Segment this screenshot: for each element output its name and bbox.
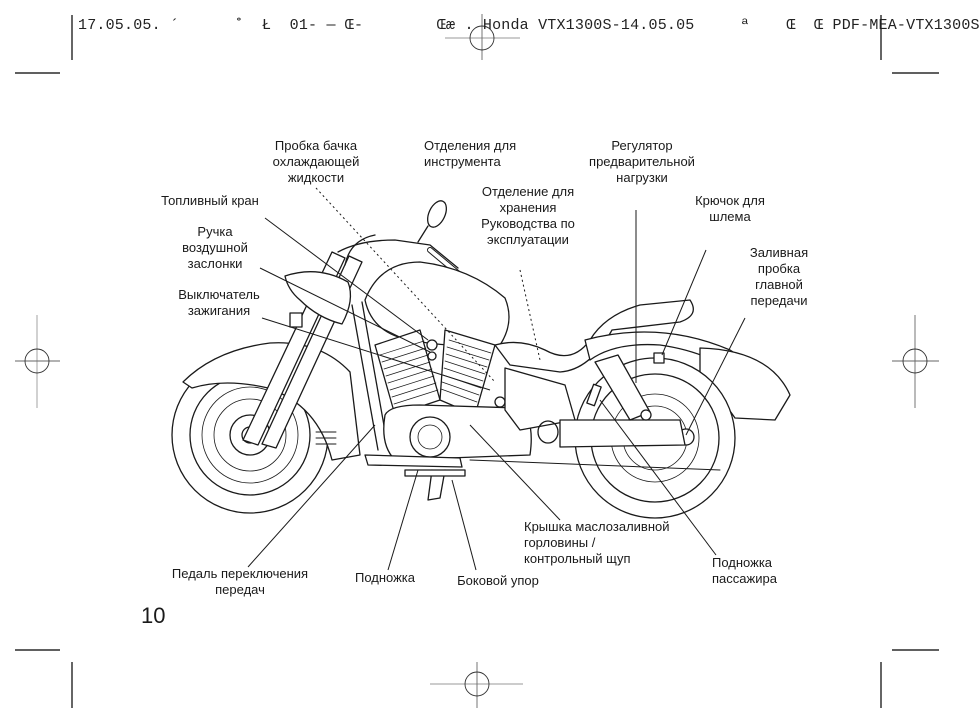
page-artwork [15,14,939,708]
front-footboard [364,454,463,468]
label-manual-storage: Отделение для хранения Руководства по эк… [481,184,575,247]
registration-target-top [445,14,520,60]
label-shift-pedal: Педаль переключения передач [171,566,309,597]
mirror-stalk [417,225,429,243]
leader-manual-storage [519,269,541,361]
crop-marks [15,15,939,708]
leader-final-drive-filler [685,317,746,436]
leader-choke-knob [259,267,431,353]
label-tool-compartment: Отделения для инструмента [424,138,517,169]
label-final-drive-filler: Заливная пробка главной передачи [749,245,809,308]
leader-shift-pedal [247,424,376,568]
side-cover [504,367,576,431]
engine [374,329,532,461]
label-coolant-cap: Пробка бачка охлаждающей жидкости [272,138,360,185]
side-stand [427,469,446,501]
label-fuel-valve: Топливный кран [161,193,259,208]
leader-passenger-footpeg [599,399,717,556]
label-passenger-footpeg: Подножка пассажира [712,555,777,586]
exhaust [469,459,721,471]
leader-lines [247,187,746,571]
leader-oil-filler-cap [469,424,561,521]
mirror [426,200,448,228]
leader-footpeg [387,469,419,571]
fuel-tank [364,261,510,347]
page-number: 10 [141,603,166,628]
label-helmet-holder: Крючок для шлема [695,193,765,224]
leader-side-stand [451,479,477,571]
headlight-cowl [284,271,352,325]
leader-helmet-holder [661,249,707,356]
print-header-slug: 17.05.05. ´ ˚ Ł 01- — Œ- Œæ . Honda VTX1… [78,17,980,34]
registration-target-left [15,315,60,408]
label-side-stand: Боковой упор [457,573,539,588]
label-ignition-switch: Выключатель зажигания [178,287,260,318]
swingarm [559,419,686,448]
front-fender-vents [315,431,337,445]
label-oil-filler-cap: Крышка маслозаливной горловины / контрол… [524,519,670,566]
leader-fuel-valve [264,217,429,341]
leader-coolant-cap [315,187,496,383]
handlebar [337,239,459,269]
label-footpeg: Подножка [354,570,416,585]
motorcycle-illustration [171,200,791,519]
registration-target-bottom [430,662,523,708]
label-preload-adjuster: Регулятор предварительной нагрузки [589,138,695,185]
registration-target-right [892,315,939,408]
leader-ignition-switch [261,317,491,391]
label-choke-knob: Ручка воздушной заслонки [182,224,248,271]
